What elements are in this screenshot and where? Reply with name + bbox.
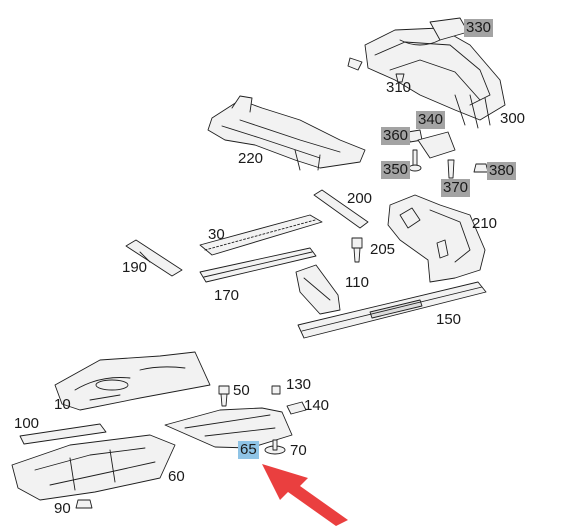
part-label-170[interactable]: 170 [214, 287, 240, 304]
part-label-90[interactable]: 90 [54, 500, 71, 517]
part-210-side-member-drawing[interactable] [387, 194, 486, 283]
part-60-underbody-cover-drawing[interactable] [11, 434, 176, 501]
part-label-65-selected[interactable]: 65 [238, 441, 259, 459]
part-label-210[interactable]: 210 [472, 215, 498, 232]
part-190-bracket-drawing[interactable] [125, 239, 183, 277]
part-350-bolt-drawing[interactable] [408, 149, 422, 172]
part-110-bracket-drawing[interactable] [295, 264, 341, 315]
part-label-60[interactable]: 60 [168, 468, 185, 485]
part-90-nut-drawing[interactable] [75, 499, 93, 509]
part-label-330[interactable]: 330 [464, 19, 494, 37]
part-340-bracket-drawing[interactable] [417, 131, 456, 159]
part-170-rail-drawing[interactable] [199, 247, 317, 283]
part-label-110[interactable]: 110 [345, 274, 369, 291]
part-label-70[interactable]: 70 [290, 442, 307, 459]
part-label-205[interactable]: 205 [370, 241, 396, 258]
part-label-190[interactable]: 190 [122, 259, 148, 276]
part-10-floor-panel-drawing[interactable] [54, 351, 211, 411]
part-310-fastener-drawing[interactable] [395, 73, 405, 83]
part-30-reinforcement-drawing[interactable] [199, 214, 323, 256]
part-380-nut-drawing[interactable] [473, 163, 489, 173]
part-200-strip-drawing[interactable] [313, 189, 369, 229]
part-70-fastener-drawing[interactable] [264, 439, 286, 455]
part-label-150[interactable]: 150 [436, 311, 462, 328]
part-label-50[interactable]: 50 [233, 382, 250, 399]
part-label-300[interactable]: 300 [500, 110, 526, 127]
part-50-bolt-drawing[interactable] [218, 385, 230, 407]
part-130-clip-drawing[interactable] [271, 385, 281, 395]
selection-arrow-icon [262, 464, 348, 526]
part-150-sill-drawing[interactable] [297, 281, 487, 339]
part-label-10[interactable]: 10 [54, 396, 71, 413]
part-label-140[interactable]: 140 [304, 397, 330, 414]
part-label-340[interactable]: 340 [416, 111, 446, 129]
part-label-360[interactable]: 360 [381, 127, 411, 145]
part-140-pad-drawing[interactable] [286, 401, 307, 415]
part-label-100[interactable]: 100 [14, 415, 40, 432]
part-65-underbody-panel-drawing[interactable] [164, 407, 293, 449]
part-100-strip-drawing[interactable] [19, 423, 107, 445]
part-label-370[interactable]: 370 [441, 179, 471, 197]
part-label-310[interactable]: 310 [386, 79, 412, 96]
part-label-130[interactable]: 130 [286, 376, 312, 393]
part-label-30[interactable]: 30 [208, 226, 225, 243]
part-205-bolt-drawing[interactable] [351, 237, 363, 263]
part-370-bolt-drawing[interactable] [447, 159, 455, 179]
part-label-220[interactable]: 220 [238, 150, 264, 167]
part-label-380[interactable]: 380 [487, 162, 517, 180]
part-label-200[interactable]: 200 [347, 190, 373, 207]
part-300-crossmember-drawing[interactable] [347, 27, 506, 129]
part-220-tunnel-drawing[interactable] [207, 95, 366, 171]
part-label-350[interactable]: 350 [381, 161, 411, 179]
